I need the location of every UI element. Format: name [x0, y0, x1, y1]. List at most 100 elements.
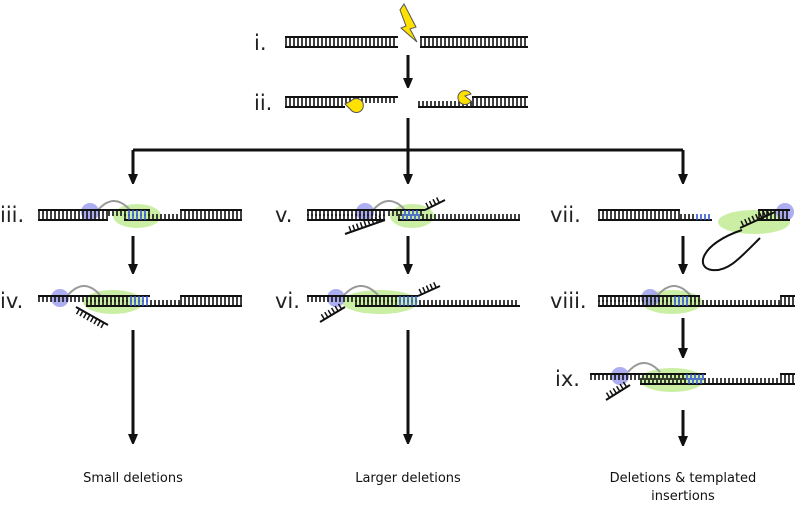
- dna-right-duplex: [180, 209, 242, 221]
- dna-strand: [428, 200, 433, 207]
- dna-strand: [432, 198, 437, 205]
- dna-strand: [327, 309, 332, 316]
- dna-strand: [100, 322, 105, 329]
- polymerase-tether: [372, 200, 406, 211]
- dna-right-resected: [472, 96, 528, 108]
- step-label-ii: ii.: [254, 91, 272, 115]
- dna-strand: [619, 383, 624, 390]
- dna-strand: [337, 303, 343, 310]
- dna-strand: [79, 310, 84, 317]
- outcome-larger-deletions: Larger deletions: [355, 471, 461, 486]
- dna-strand: [348, 225, 352, 233]
- dna-ssdna: [398, 214, 520, 221]
- dna-strand: [374, 216, 379, 223]
- dna-strand: [755, 213, 759, 220]
- dna-strand: [378, 215, 382, 222]
- dna-strand: [429, 283, 434, 290]
- dna-strand: [744, 218, 748, 225]
- dna-strand: [363, 220, 367, 227]
- step-label-i: i.: [254, 31, 267, 55]
- dna-strand: [330, 307, 336, 314]
- dna-strand: [89, 316, 95, 323]
- dna-flap: [319, 303, 346, 323]
- dna-left-duplex: [598, 209, 680, 221]
- step-label-vii: vii.: [550, 203, 581, 227]
- dna-strand: [75, 308, 81, 315]
- dna-strand: [324, 311, 329, 318]
- lightning-bolt-icon: [399, 3, 418, 43]
- polymerase-tether: [97, 200, 131, 211]
- dna-flap: [344, 215, 386, 235]
- dna-flap: [75, 306, 109, 329]
- dna-left-resected: [285, 96, 345, 108]
- dna-strand: [758, 212, 763, 219]
- dna-strand: [75, 306, 109, 326]
- dna-right-end: [420, 36, 528, 48]
- dna-strand: [355, 223, 360, 230]
- dna-strand: [765, 208, 770, 216]
- dna-strand: [334, 305, 339, 312]
- dna-strand: [320, 313, 326, 320]
- dna-strand: [86, 314, 91, 321]
- step-label-viii: viii.: [550, 289, 587, 313]
- dna-left-end: [285, 36, 398, 48]
- dna-left-duplex: [38, 209, 108, 221]
- dna-right-end: [780, 373, 795, 385]
- dna-strand: [359, 222, 364, 229]
- polymerase-domain: [83, 290, 143, 314]
- step-label-ix: ix.: [555, 367, 580, 391]
- dna-flap: [605, 381, 631, 401]
- helicase-domain: [611, 367, 629, 385]
- dna-ssdna: [680, 214, 712, 221]
- dna-strand: [96, 320, 102, 327]
- dna-flap: [417, 281, 441, 297]
- step-label-iii: iii.: [0, 203, 24, 227]
- dna-strand: [605, 392, 611, 399]
- step-label-v: v.: [275, 203, 292, 227]
- dna-filled: [590, 373, 706, 380]
- polymerase-tether: [657, 285, 691, 296]
- dna-strand: [433, 281, 437, 289]
- outcome-small-deletions: Small deletions: [83, 471, 183, 486]
- dna-hairpin-stem: [739, 208, 776, 229]
- dna-strand: [435, 197, 440, 204]
- dna-filled: [640, 378, 780, 385]
- dna-hairpin-loop: [702, 229, 761, 272]
- dna-strand: [740, 220, 745, 227]
- dna-ssdna: [388, 209, 425, 216]
- dna-strand: [82, 312, 88, 319]
- dna-strand: [367, 219, 371, 226]
- dna-strand: [622, 381, 628, 388]
- dna-strand: [616, 385, 621, 392]
- dna-strand: [425, 285, 430, 292]
- polymerase-tether: [343, 285, 379, 296]
- dna-strand: [612, 387, 618, 394]
- polymerase-tether: [67, 285, 101, 296]
- dna-strand: [352, 224, 356, 231]
- helicase-domain: [51, 289, 69, 307]
- dna-strand: [751, 215, 756, 222]
- dna-strand: [344, 219, 386, 235]
- dna-filled: [355, 300, 520, 307]
- dna-filled: [86, 300, 180, 307]
- pacman-icon: [344, 98, 364, 113]
- step-label-iv: iv.: [0, 289, 23, 313]
- dna-right-end: [780, 295, 795, 307]
- dna-strand: [609, 390, 614, 396]
- dna-filled: [38, 295, 150, 302]
- dna-strand: [418, 288, 423, 295]
- dna-ssdna: [598, 300, 780, 307]
- outcome-templated-line1: Deletions & templated: [610, 471, 757, 486]
- helicase-domain: [776, 203, 794, 221]
- branch-connector: [133, 118, 683, 180]
- step-label-vi: vi.: [275, 289, 300, 313]
- dna-flap: [424, 197, 446, 211]
- dna-strand: [370, 218, 375, 225]
- dna-strand: [425, 202, 430, 209]
- dna-strand: [747, 217, 752, 224]
- pacman-icon: [457, 90, 472, 105]
- dna-right-duplex: [758, 209, 790, 221]
- dna-strand: [93, 318, 98, 325]
- dna-ssdna: [598, 295, 700, 302]
